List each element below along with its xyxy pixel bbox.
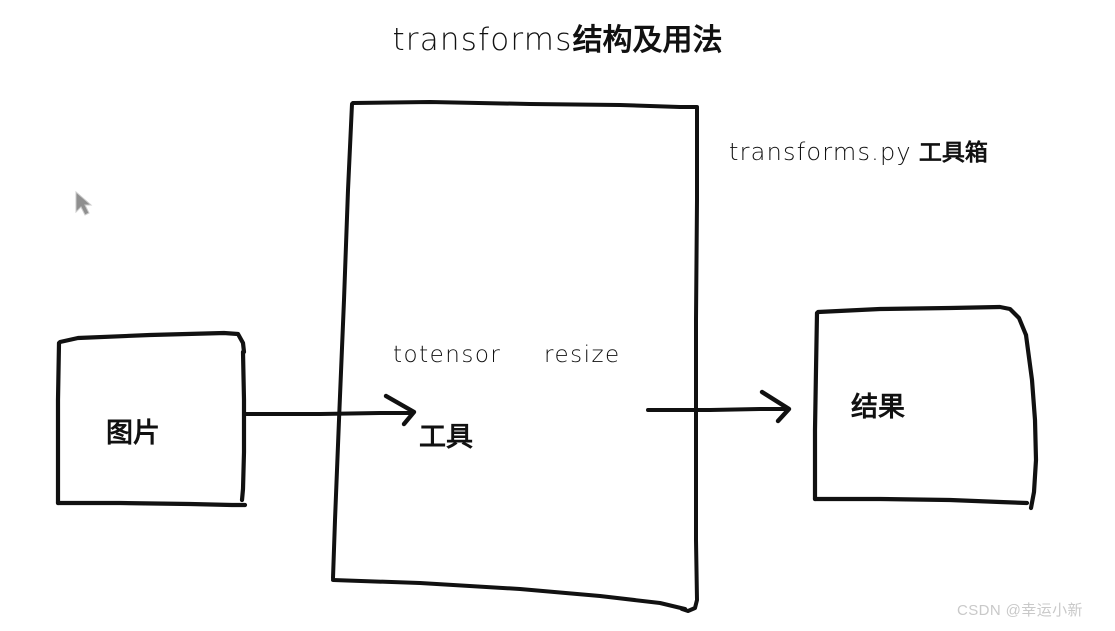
mouse-pointer-icon	[75, 190, 93, 216]
toolbox-annotation-latin: transforms.py	[729, 138, 912, 166]
method-label-totensor: totensor	[393, 342, 502, 368]
output-box-label: 结果	[851, 392, 905, 423]
input-box-label: 图片	[106, 418, 160, 449]
arrow-tool-to-result	[646, 389, 792, 424]
arrow-image-to-tool	[243, 393, 417, 427]
page-title-cjk: 结构及用法	[572, 23, 723, 58]
page-title: transforms结构及用法	[0, 24, 1115, 56]
page-title-latin: transforms	[392, 22, 573, 58]
method-label-resize: resize	[544, 342, 621, 368]
middle-box-label: 工具	[419, 422, 473, 453]
watermark: CSDN @幸运小新	[957, 602, 1083, 619]
output-box-outline	[812, 304, 1039, 511]
toolbox-annotation-cjk: 工具箱	[918, 140, 988, 166]
toolbox-box-outline	[331, 100, 699, 613]
input-box-outline	[55, 330, 248, 508]
